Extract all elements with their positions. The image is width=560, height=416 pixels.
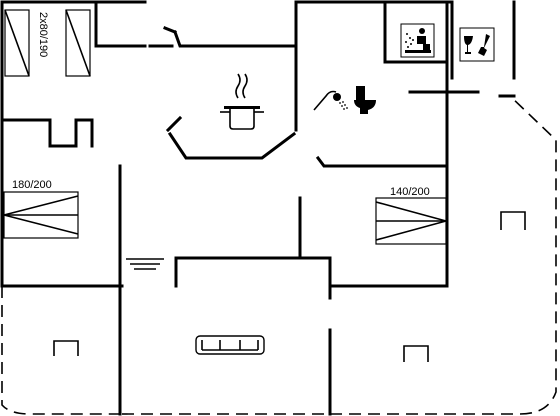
bed-right-label: 140/200 (390, 186, 430, 198)
window-icon (53, 340, 79, 356)
cooking-pot-icon (220, 73, 264, 130)
window-icon (500, 211, 526, 230)
window-icon (403, 345, 429, 362)
terrace-outline (1, 95, 557, 415)
fireplace-icon (126, 258, 164, 270)
shower-icon (313, 90, 348, 111)
walls (0, 0, 516, 416)
bunk-beds (4, 9, 91, 77)
bunk-beds-label: 2x80/190 (37, 12, 49, 57)
sauna-icon (400, 23, 435, 58)
wine-icon (459, 27, 495, 62)
double-bed-left (3, 191, 79, 239)
toilet-icon (354, 86, 376, 114)
bed-left-label: 180/200 (12, 179, 52, 191)
sofa-icon (195, 335, 265, 355)
double-bed-right (375, 197, 447, 245)
